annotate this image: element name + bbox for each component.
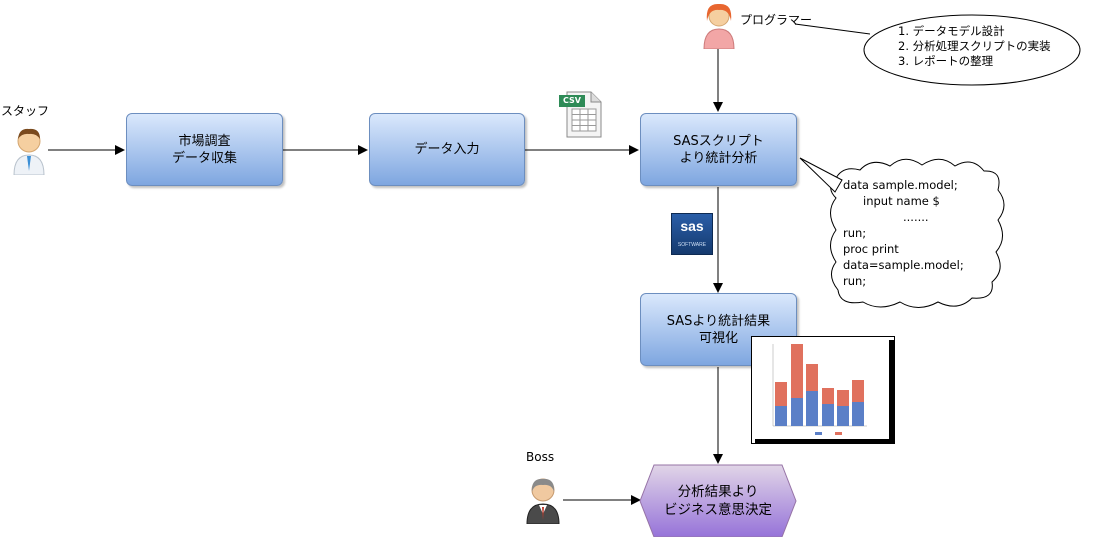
box-label: 分析結果より	[677, 484, 759, 500]
csv-label: CSV	[563, 96, 581, 105]
code-line: data sample.model;	[843, 178, 958, 192]
box-label: データ収集	[171, 150, 237, 166]
box-label: SASより統計結果	[666, 313, 771, 329]
code-cloud	[830, 158, 1005, 308]
code-line: data=sample.model;	[843, 258, 964, 272]
box-label: SASスクリプト	[673, 133, 764, 149]
csv-file-icon: CSV	[557, 88, 603, 138]
box-label: 可視化	[698, 330, 738, 346]
input-box[interactable]: データ入力	[369, 113, 525, 186]
boss-avatar-icon	[526, 478, 560, 524]
code-cloud-tail	[799, 157, 843, 193]
sas-script-box[interactable]: SASスクリプト より統計分析	[640, 113, 797, 186]
programmer-callout-link	[794, 23, 871, 35]
code-line: proc print	[843, 242, 899, 256]
staff-avatar-icon	[13, 128, 45, 175]
programmer-tasks: 1. データモデル設計 2. 分析処理スクリプトの実装 3. レポートの整理	[898, 24, 1051, 69]
code-line: .......	[903, 210, 929, 224]
box-label: より統計分析	[679, 150, 758, 166]
decision-box[interactable]: 分析結果より ビジネス意思決定	[640, 465, 796, 537]
programmer-label: プログラマー	[740, 13, 813, 27]
boss-label: Boss	[526, 450, 555, 464]
code-line: input name $	[863, 194, 940, 208]
sas-logo-subtext: SOFTWARE	[677, 242, 707, 248]
box-label: ビジネス意思決定	[664, 502, 772, 518]
sas-logo-text: sas	[680, 218, 704, 234]
sas-logo-icon: sas SOFTWARE	[671, 213, 713, 255]
staff-label: スタッフ	[1, 104, 50, 118]
task-item: 3. レポートの整理	[898, 54, 994, 68]
programmer-avatar-icon	[703, 3, 735, 49]
code-line: run;	[843, 274, 867, 288]
programmer-tasks-ellipse	[863, 14, 1081, 86]
code-line: run;	[843, 226, 867, 240]
collect-box[interactable]: 市場調査 データ収集	[126, 113, 283, 186]
task-item: 1. データモデル設計	[898, 24, 1005, 38]
bar-chart-thumbnail-icon	[751, 336, 895, 444]
box-label: データ入力	[414, 142, 480, 157]
box-label: 市場調査	[178, 133, 231, 149]
decision-hexagon-shape	[639, 464, 797, 537]
task-item: 2. 分析処理スクリプトの実装	[898, 39, 1051, 53]
